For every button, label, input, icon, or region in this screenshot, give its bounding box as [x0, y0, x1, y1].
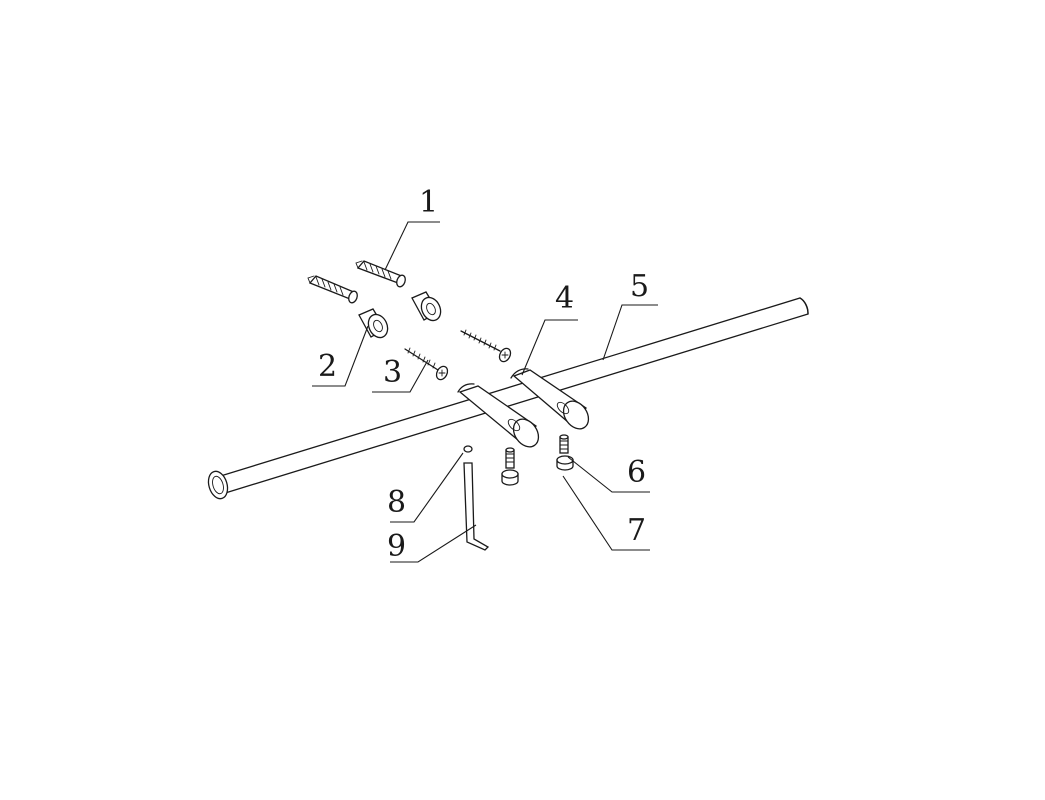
callout-1: 1: [419, 185, 438, 220]
callout-2: 2: [318, 349, 337, 384]
part-1-wall-anchor-upper: [355, 260, 406, 288]
part-3-screw-lower: [404, 347, 449, 381]
callout-4: 4: [555, 281, 574, 316]
part-2-spacer-ring-upper: [411, 291, 442, 322]
part-6-set-screw-left: [505, 447, 515, 469]
part-6-set-screw-right: [559, 434, 569, 454]
part-5-rail-tube: [207, 297, 809, 500]
callout-6: 6: [627, 455, 646, 490]
part-8-grub-screw: [463, 445, 473, 453]
part-4-mounting-post-right: [510, 368, 590, 430]
callout-5: 5: [630, 269, 649, 304]
callout-3: 3: [383, 355, 402, 390]
callout-numbers: 1 2 3 4 5 6 7 8 9: [318, 185, 649, 564]
callout-7: 7: [627, 513, 646, 548]
part-4-mounting-post-left: [457, 383, 540, 448]
part-7-cap-left: [501, 469, 519, 486]
part-1-wall-anchor-lower: [307, 275, 358, 304]
callout-9: 9: [387, 529, 406, 564]
part-3-screw-upper: [460, 329, 512, 363]
leader-lines: [312, 221, 658, 563]
callout-8: 8: [387, 485, 406, 520]
part-2-spacer-ring-lower: [358, 308, 389, 339]
part-9-hex-key: [463, 462, 490, 551]
part-7-cap-right: [556, 455, 574, 471]
